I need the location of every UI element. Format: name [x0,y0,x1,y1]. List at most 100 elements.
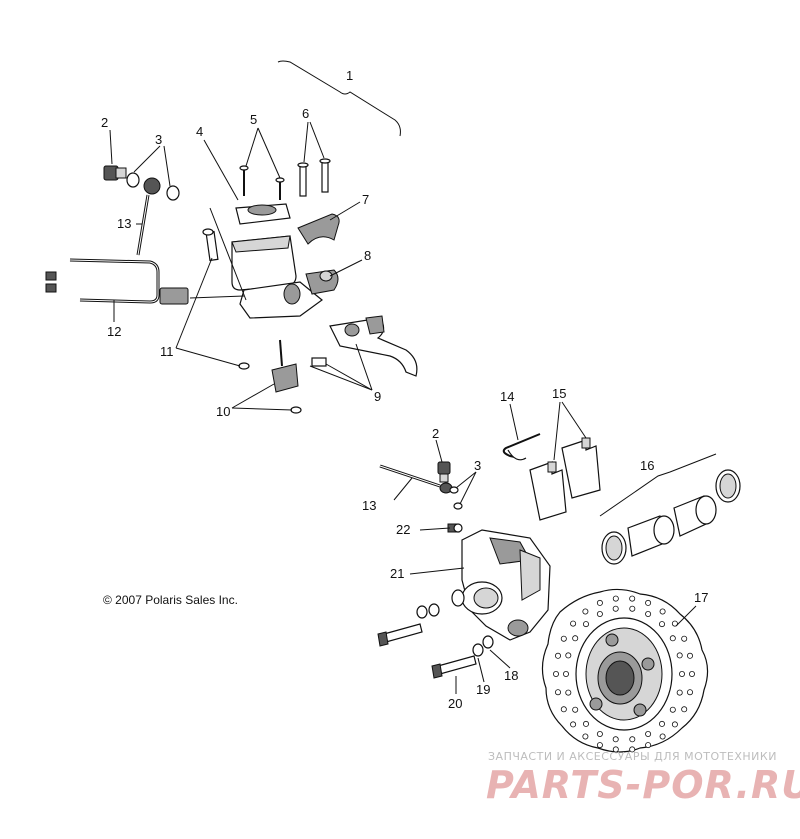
callout-11: 11 [160,344,174,359]
vent-hole [570,620,577,627]
vent-hole [583,720,590,727]
vent-hole [629,736,636,743]
washer-lower [449,486,459,494]
vent-hole [555,652,562,659]
callout-14: 14 [500,389,514,404]
vent-hole [629,595,636,602]
vent-hole [596,731,603,738]
brake-hose-lower [379,464,453,494]
vent-hole [659,720,666,727]
vent-hole [671,721,678,728]
vent-hole [681,706,688,713]
vent-hole [565,689,572,696]
clamp-screw-part [297,158,331,197]
callout-20: 20 [448,696,462,711]
master-cylinder-body [231,235,339,319]
brake-lever-part [329,315,418,377]
leader-lines-upper [109,121,373,411]
watermark-logo: PARTS-POR.RU [486,763,800,807]
vent-hole [645,731,652,738]
vent-hole [596,599,603,606]
vent-hole [583,621,590,628]
leader-lines-lower [393,401,717,694]
screw-part [239,165,285,200]
vent-hole [596,611,603,618]
callout-9: 9 [374,389,381,404]
vent-hole [555,689,562,696]
callout-2: 2 [101,115,108,130]
handlebar-clamp-part [297,213,340,245]
vent-hole [582,733,589,740]
vent-hole [645,611,652,618]
callout-16: 16 [640,458,654,473]
callout-15: 15 [552,386,566,401]
washer-part [482,635,494,649]
washer-part [428,603,440,617]
washer-part [166,185,180,201]
vent-hole [676,652,683,659]
switch-harness-part [45,258,189,305]
vent-hole [669,635,676,642]
vent-hole [629,605,636,612]
brake-caliper-part [451,529,551,641]
vent-hole [612,595,619,602]
callout-10: 10 [216,404,230,419]
vent-hole [645,742,652,749]
banjo-bolt-part [103,165,127,181]
washer-part [126,172,140,188]
callout-17: 17 [694,590,708,605]
vent-hole [563,671,570,678]
copyright-text: © 2007 Polaris Sales Inc. [103,593,238,607]
callout-13: 13 [117,216,131,231]
callout-22: 22 [396,522,410,537]
vent-hole [572,706,579,713]
vent-hole [659,733,666,740]
callout-6: 6 [302,106,309,121]
callout-3-lower: 3 [474,458,481,473]
vent-hole [612,736,619,743]
callout-13-lower: 13 [362,498,376,513]
vent-hole [560,635,567,642]
washer-lower [453,502,463,510]
caliper-piston-part [601,469,741,565]
vent-hole [676,689,683,696]
vent-hole [687,689,694,696]
callout-2-lower: 2 [432,426,439,441]
callout-7: 7 [362,192,369,207]
vent-hole [659,621,666,628]
vent-hole [570,721,577,728]
vent-hole [659,608,666,615]
callout-18: 18 [504,668,518,683]
callout-21: 21 [390,566,404,581]
reservoir-cover-part [235,203,291,225]
vent-hole [629,746,636,753]
vent-hole [681,635,688,642]
vent-hole [582,608,589,615]
caliper-bolt-part [377,623,477,679]
vent-hole [560,706,567,713]
vent-hole [689,671,696,678]
vent-hole [679,671,686,678]
callout-12: 12 [107,324,121,339]
vent-hole [553,671,560,678]
vent-hole [687,652,694,659]
pad-pin-part [502,433,541,461]
vent-hole [671,620,678,627]
brake-pad-part [529,437,601,521]
vent-hole [612,605,619,612]
banjo-bolt-lower [437,461,451,483]
vent-hole [612,746,619,753]
vent-hole [596,742,603,749]
washer-part [416,605,428,619]
pivot-pin-part [202,228,250,370]
callout-4: 4 [196,124,203,139]
vent-hole [645,599,652,606]
washer-part [472,643,484,657]
vent-hole [572,635,579,642]
disc-vent-holes [553,595,696,753]
vent-hole [669,706,676,713]
vent-hole [565,652,572,659]
brake-switch-part [271,339,327,414]
